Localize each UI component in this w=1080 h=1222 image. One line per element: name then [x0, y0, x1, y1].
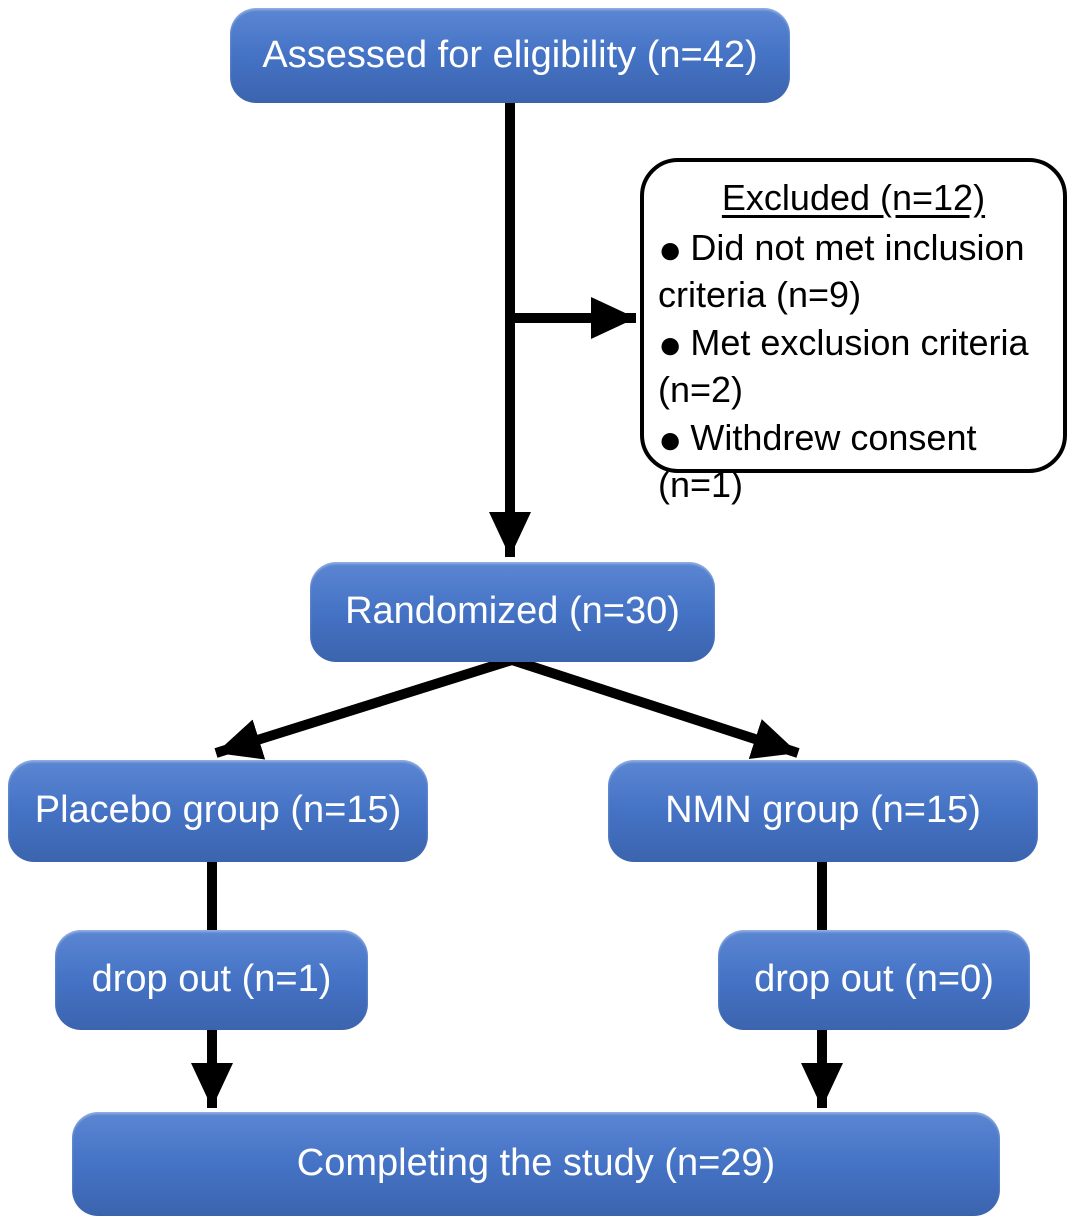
excluded-item-label: Met exclusion criteria (n=2) — [658, 321, 1029, 411]
node-dropout-placebo: drop out (n=1) — [55, 930, 368, 1030]
excluded-title: Excluded (n=12) — [721, 177, 986, 218]
arrow-randomized-to-nmn — [510, 655, 800, 760]
node-placebo-label: Placebo group (n=15) — [34, 789, 402, 832]
node-randomized: Randomized (n=30) — [310, 562, 715, 662]
excluded-item-label: Did not met inclusion criteria (n=9) — [658, 226, 1025, 316]
node-dropout-nmn-label: drop out (n=0) — [754, 958, 994, 1001]
node-nmn-group: NMN group (n=15) — [608, 760, 1038, 862]
bullet-icon: ● — [658, 415, 683, 462]
node-completing-study: Completing the study (n=29) — [72, 1112, 1000, 1216]
node-dropout-placebo-label: drop out (n=1) — [91, 958, 332, 1001]
node-nmn-label: NMN group (n=15) — [665, 789, 981, 832]
bullet-icon: ● — [658, 225, 683, 272]
node-placebo-group: Placebo group (n=15) — [8, 760, 428, 862]
bullet-icon: ● — [658, 320, 683, 367]
excluded-item: ●Withdrew consent (n=1) — [658, 414, 1049, 509]
excluded-item: ●Met exclusion criteria (n=2) — [658, 319, 1049, 414]
arrow-randomized-to-placebo — [214, 655, 514, 760]
excluded-item-label: Withdrew consent (n=1) — [658, 416, 977, 506]
node-completing-label: Completing the study (n=29) — [296, 1142, 776, 1185]
node-dropout-nmn: drop out (n=0) — [718, 930, 1030, 1030]
excluded-item: ●Did not met inclusion criteria (n=9) — [658, 224, 1049, 319]
node-randomized-label: Randomized (n=30) — [345, 590, 680, 633]
node-assessed-for-eligibility: Assessed for eligibility (n=42) — [230, 8, 790, 103]
node-excluded: Excluded (n=12) ●Did not met inclusion c… — [640, 158, 1067, 505]
node-assessed-label: Assessed for eligibility (n=42) — [262, 33, 758, 76]
